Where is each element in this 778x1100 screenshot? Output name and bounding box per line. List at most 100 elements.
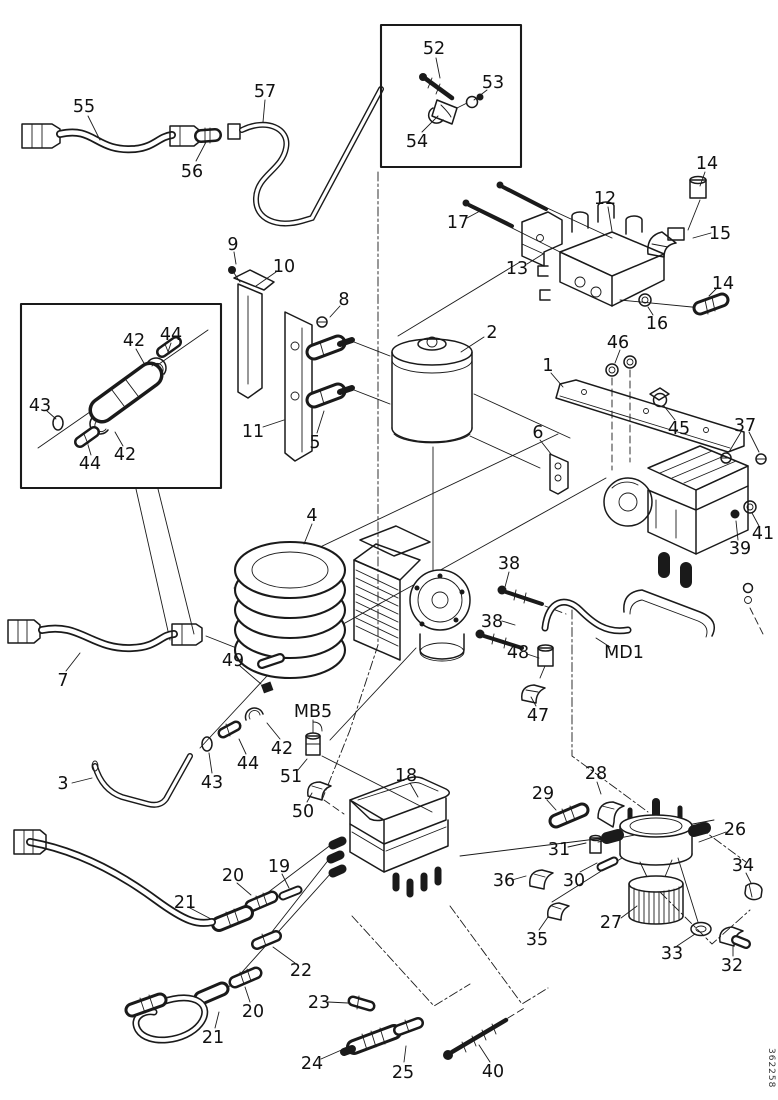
- leader-line-13: [526, 253, 544, 265]
- leader-line-14: [708, 287, 718, 297]
- part-cap-34: [744, 882, 763, 901]
- part-bracket-6: [549, 453, 569, 495]
- leader-line-31: [567, 842, 587, 848]
- callout-42: 42: [123, 331, 145, 351]
- callout-42: 42: [114, 445, 136, 465]
- drawing-number: 362258: [766, 1048, 776, 1088]
- leader-line-54: [421, 115, 439, 133]
- callout-14: 14: [712, 274, 734, 294]
- part-fitting-30: [596, 856, 619, 872]
- part-fitting-31: [589, 834, 602, 854]
- part-bolts-17: [462, 181, 548, 228]
- part-hose-21b: [124, 981, 230, 1044]
- leader-line-47: [530, 696, 537, 707]
- part-bolt-52: [419, 73, 455, 101]
- leader-line-44: [87, 444, 92, 456]
- leader-line-44: [238, 738, 247, 755]
- callout-47: 47: [527, 706, 549, 726]
- part-bracket-13: [521, 211, 563, 267]
- part-purge-valve-assembly: [603, 445, 749, 638]
- callout-17: 17: [447, 213, 469, 233]
- leader-line-23: [327, 1001, 349, 1004]
- part-tube-3: [91, 753, 193, 808]
- leader-line-7: [65, 652, 81, 672]
- leader-line-28: [596, 781, 602, 795]
- callout-51: 51: [280, 767, 302, 787]
- leader-line-22: [272, 946, 296, 964]
- leader-line-17: [466, 210, 481, 219]
- part-fitting-23: [347, 995, 376, 1012]
- leader-line-5: [316, 410, 325, 434]
- leader-line-10: [255, 271, 277, 287]
- callout-41: 41: [752, 524, 774, 544]
- part-elbow-15: [647, 227, 685, 258]
- leader-line-50: [306, 792, 313, 803]
- part-screws-37: [720, 431, 767, 465]
- part-ring-43-inset: [52, 415, 64, 431]
- callout-4: 4: [306, 506, 317, 526]
- callout-22: 22: [290, 961, 312, 981]
- part-nut-44-upper: [156, 336, 182, 358]
- part-hose-section: [88, 361, 164, 424]
- callout-36: 36: [493, 871, 515, 891]
- part-clamp-42: [244, 707, 264, 721]
- callout-32: 32: [721, 956, 743, 976]
- leader-line-33: [676, 933, 696, 947]
- leader-line-41: [751, 512, 760, 527]
- part-tube-57: [227, 86, 384, 227]
- leader-line-37: [728, 431, 742, 453]
- part-fitting-20b: [228, 966, 263, 989]
- callout-14: 14: [696, 154, 718, 174]
- leader-line-4: [303, 523, 313, 545]
- callout-24: 24: [301, 1054, 323, 1074]
- callout-55: 55: [73, 97, 95, 117]
- callout-9: 9: [227, 235, 238, 255]
- callout-21: 21: [174, 893, 196, 913]
- callout-44: 44: [160, 325, 182, 345]
- leader-line-42: [114, 431, 124, 447]
- part-ring-43: [201, 736, 213, 752]
- part-fitting-56: [194, 127, 222, 144]
- part-fitting-51-mb5: [305, 721, 323, 756]
- leader-line-45: [663, 405, 676, 421]
- leader-line-48: [526, 653, 540, 659]
- leader-line-35: [538, 916, 549, 931]
- callout-35: 35: [526, 930, 548, 950]
- leader-line-21: [189, 907, 212, 920]
- callout-23: 23: [308, 993, 330, 1013]
- part-fitting-29: [548, 802, 590, 829]
- callout-44: 44: [79, 454, 101, 474]
- callout-37: 37: [734, 416, 756, 436]
- callout-43: 43: [201, 773, 223, 793]
- leader-line-43: [46, 410, 57, 420]
- part-nut-44: [217, 720, 242, 739]
- callout-40: 40: [482, 1062, 504, 1082]
- part-nut-16: [638, 293, 652, 307]
- part-bracket-1: [555, 379, 745, 453]
- part-valve-18: [326, 776, 450, 898]
- leader-line-43: [208, 752, 213, 774]
- part-screw-8: [316, 316, 328, 328]
- part-elbow-32: [719, 926, 751, 949]
- callout-25: 25: [392, 1063, 414, 1083]
- callout-16: 16: [646, 314, 668, 334]
- leader-line-42: [135, 348, 146, 366]
- leader-line-25: [403, 1045, 407, 1063]
- callout-21: 21: [202, 1028, 224, 1048]
- leader-line-30: [579, 862, 598, 873]
- callout-57: 57: [254, 82, 276, 102]
- part-washers-46: [605, 355, 637, 377]
- callout-46: 46: [607, 333, 629, 353]
- part-nut-53: [465, 93, 484, 109]
- part-nut-44-lower: [74, 426, 100, 448]
- callout-39: 39: [729, 539, 751, 559]
- leader-line-52: [435, 57, 441, 79]
- callout-31: 31: [548, 840, 570, 860]
- callout-11: 11: [242, 422, 264, 442]
- callout-34: 34: [732, 856, 754, 876]
- part-hose-md1: [541, 598, 632, 635]
- leader-line-18: [409, 782, 419, 798]
- part-clamp-54: [427, 99, 458, 125]
